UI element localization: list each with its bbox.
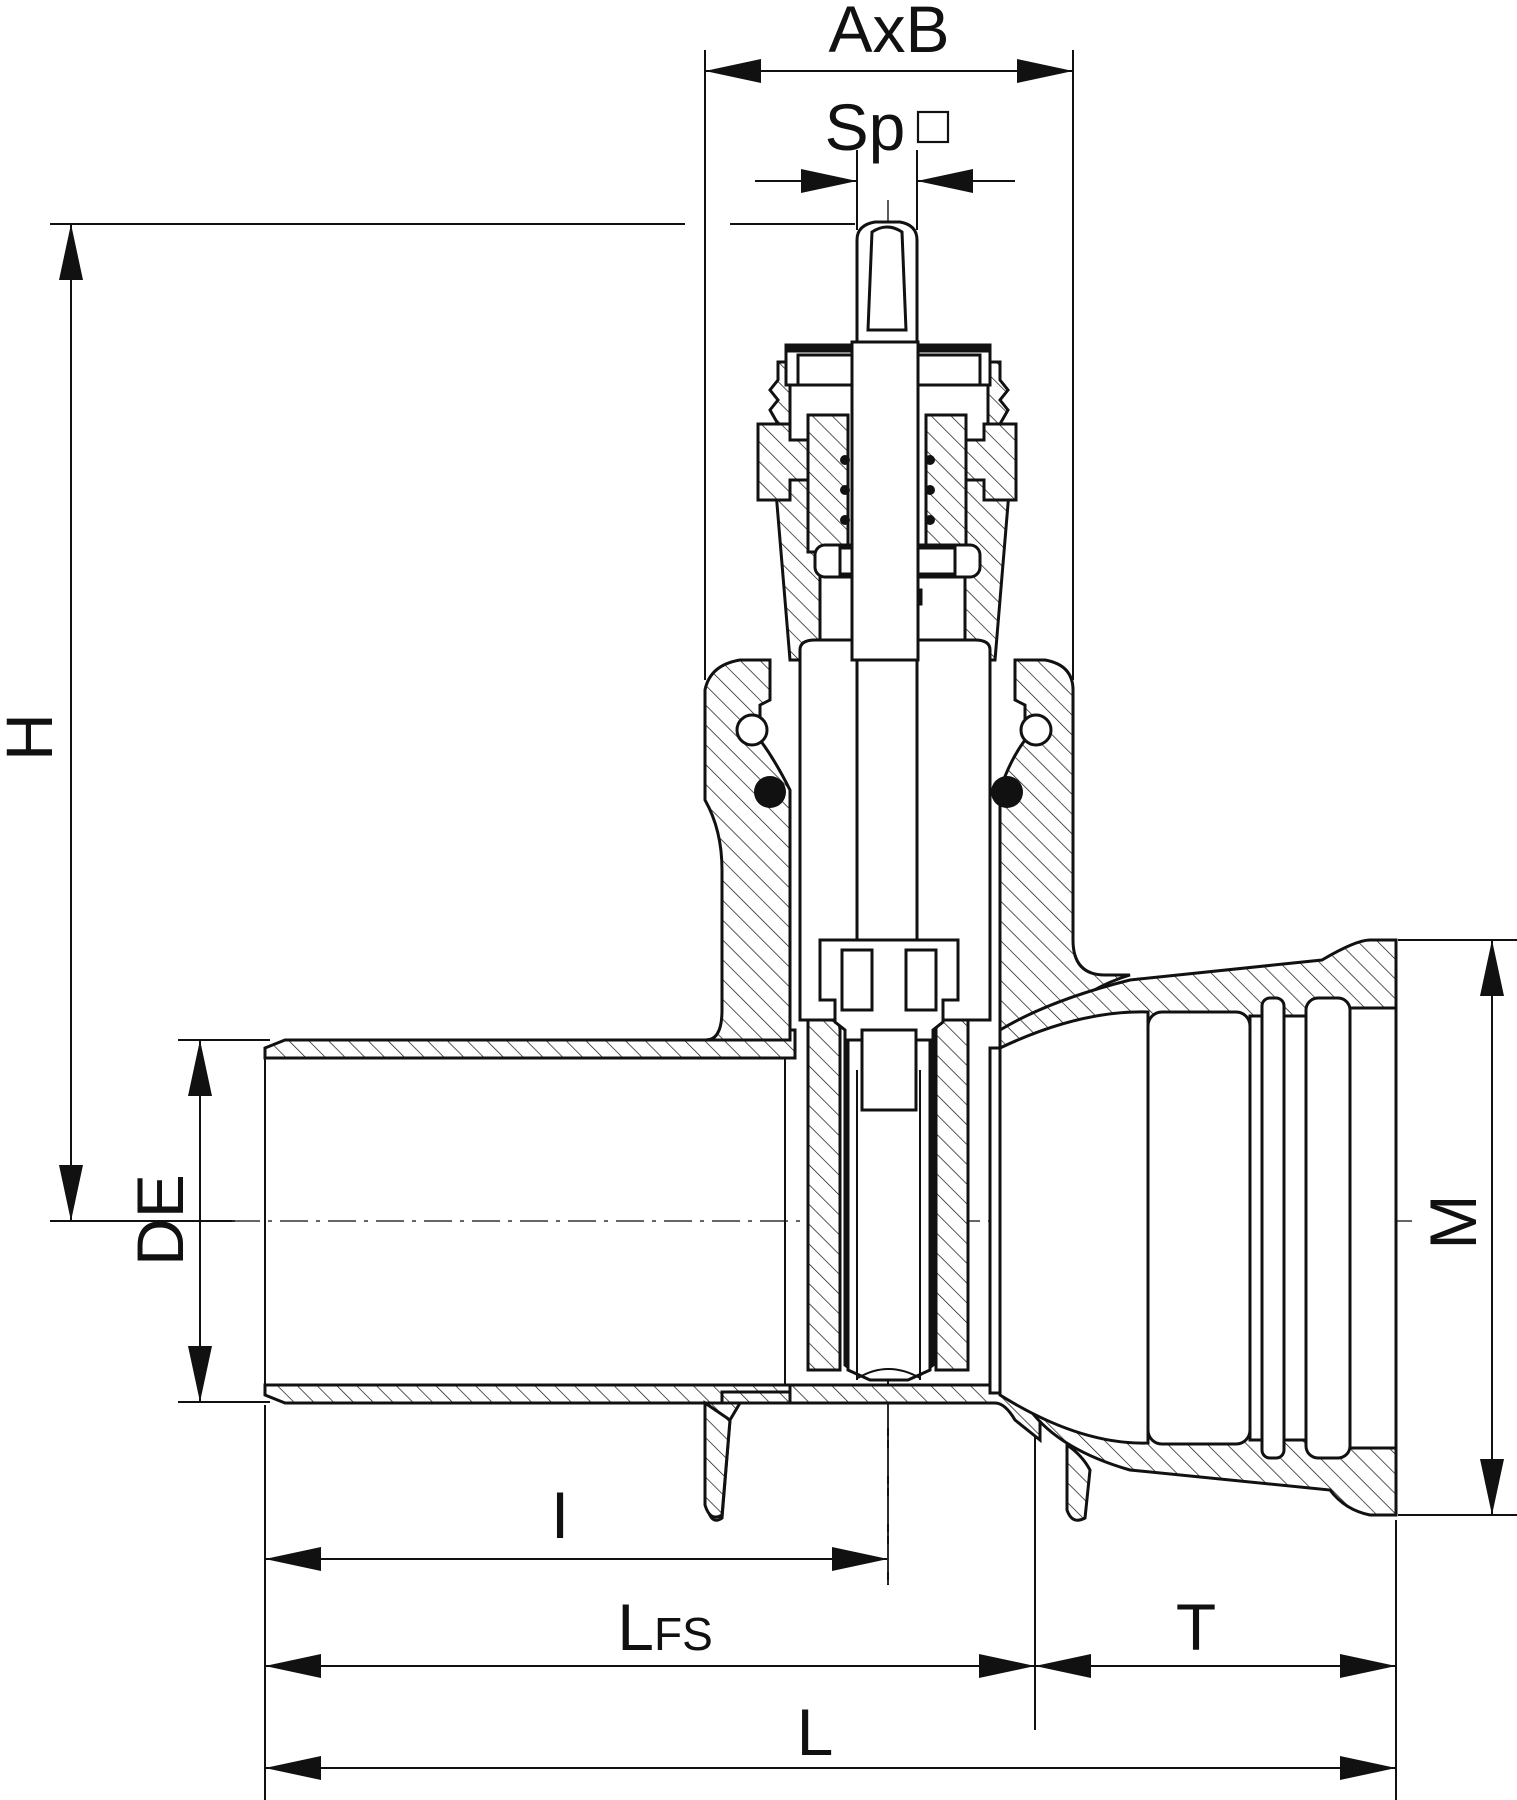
packing-rings: [840, 455, 935, 525]
h-label: H: [0, 713, 66, 761]
m-label: M: [1416, 1195, 1490, 1250]
de-label: DE: [123, 1174, 197, 1266]
l-label: L: [797, 1695, 834, 1769]
t-arrow: [1035, 1654, 1396, 1678]
lfs-arrow: [265, 1654, 1035, 1678]
sp-prefix: Sp: [825, 90, 906, 164]
sp-arrow: [755, 169, 1015, 193]
left-seal: [735, 713, 769, 747]
de-arrow: [188, 1040, 212, 1402]
axb-arrow: [705, 59, 1073, 83]
sp-square-symbol: [916, 110, 950, 144]
right-o-ring: [991, 776, 1023, 808]
sp-label: Sp: [825, 90, 906, 164]
l-arrow: [265, 1756, 1396, 1780]
lfs-main: L: [617, 1590, 654, 1664]
axb-label: AxB: [828, 0, 949, 66]
m-arrow: [1480, 940, 1504, 1515]
i-label: I: [551, 1478, 569, 1552]
t-label: T: [1176, 1590, 1216, 1664]
valve-body: [263, 220, 1398, 1522]
h-arrow: [59, 224, 83, 1221]
lfs-sub: FS: [654, 1608, 713, 1660]
left-o-ring: [754, 776, 786, 808]
lfs-label: LFS: [617, 1590, 713, 1664]
labels: AxB Sp H DE M I LFS T L: [0, 0, 1490, 1769]
dimension-lines: [50, 50, 1517, 1800]
right-seal: [1019, 713, 1053, 747]
i-arrow: [265, 1547, 888, 1571]
